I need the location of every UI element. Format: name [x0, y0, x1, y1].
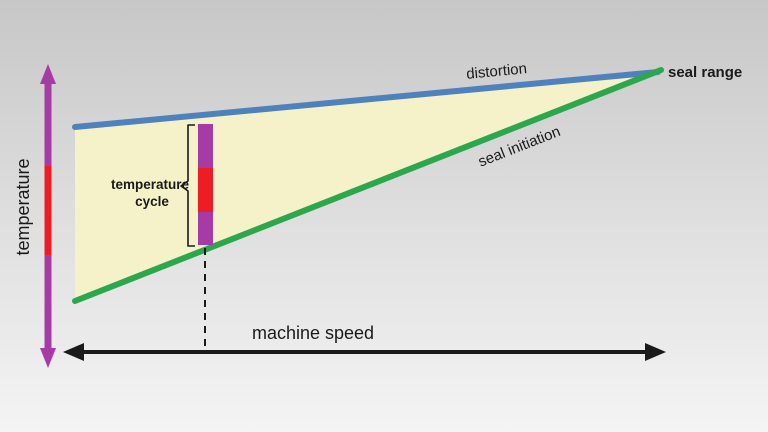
temperature-cycle-label-line2: cycle	[135, 194, 169, 209]
temperature-axis-label: temperature	[13, 158, 33, 255]
temperature-axis	[40, 64, 56, 368]
machine-speed-arrowhead-right	[645, 343, 666, 361]
seal-initiation-line	[72, 67, 664, 304]
temperature-cycle-label-line1: temperature	[111, 177, 190, 192]
temperature-cycle-bar	[198, 124, 213, 245]
machine-speed-arrowhead-left	[63, 343, 84, 361]
distortion-label: distortion	[465, 60, 527, 83]
temperature-axis-arrowhead-bottom	[40, 348, 56, 368]
machine-speed-axis-label: machine speed	[252, 323, 374, 343]
machine-speed-axis	[63, 343, 666, 361]
seal-range-label: seal range	[668, 64, 742, 81]
cycle-brace	[180, 124, 195, 247]
temperature-axis-arrowhead-top	[40, 64, 56, 84]
distortion-line	[72, 69, 661, 130]
cycle-bar-red-segment	[198, 168, 213, 212]
